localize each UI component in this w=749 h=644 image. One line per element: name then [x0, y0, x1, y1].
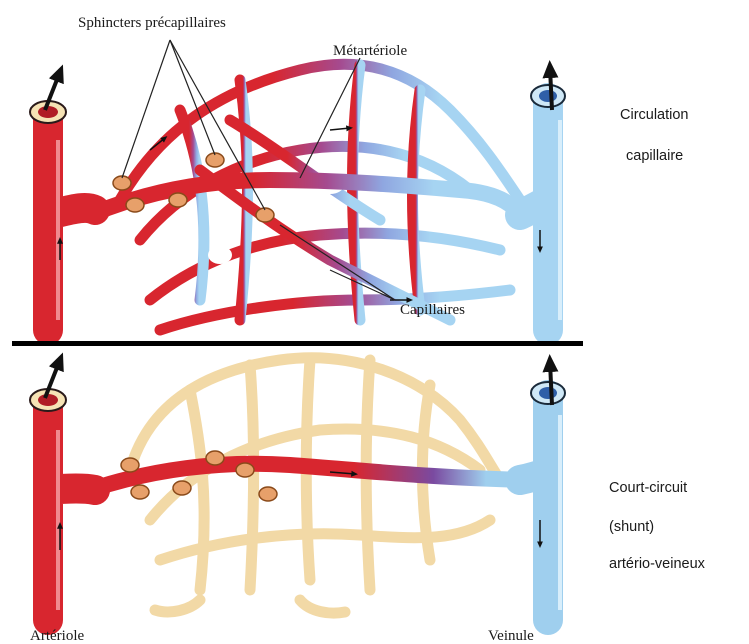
- top-caption-line2: capillaire: [626, 148, 683, 164]
- venule-vessel-bottom: [520, 395, 548, 620]
- label-sphincters: Sphincters précapillaires: [78, 15, 226, 31]
- top-panel: Sphincters précapillaires Métartériole C…: [30, 15, 689, 330]
- panel-divider: [12, 341, 583, 346]
- bottom-caption-line3: artério-veineux: [609, 556, 706, 572]
- bottom-caption-line2: (shunt): [609, 519, 654, 535]
- label-metarteriole: Métartériole: [333, 43, 407, 59]
- venule-flow-arrow-top: [550, 68, 552, 110]
- label-arteriole: Artériole: [30, 628, 84, 644]
- venule-vessel-top: [520, 98, 548, 330]
- arteriole-vessel-bottom: [48, 405, 95, 620]
- label-capillaires: Capillaires: [400, 302, 465, 318]
- top-caption-line1: Circulation: [620, 107, 689, 123]
- venule-flow-arrow-bottom: [550, 362, 552, 405]
- label-veinule: Veinule: [488, 628, 534, 644]
- bottom-panel: Artériole Veinule Court-circuit (shunt) …: [30, 358, 706, 644]
- arteriole-vessel-top: [48, 115, 95, 330]
- bottom-caption-line1: Court-circuit: [609, 480, 687, 496]
